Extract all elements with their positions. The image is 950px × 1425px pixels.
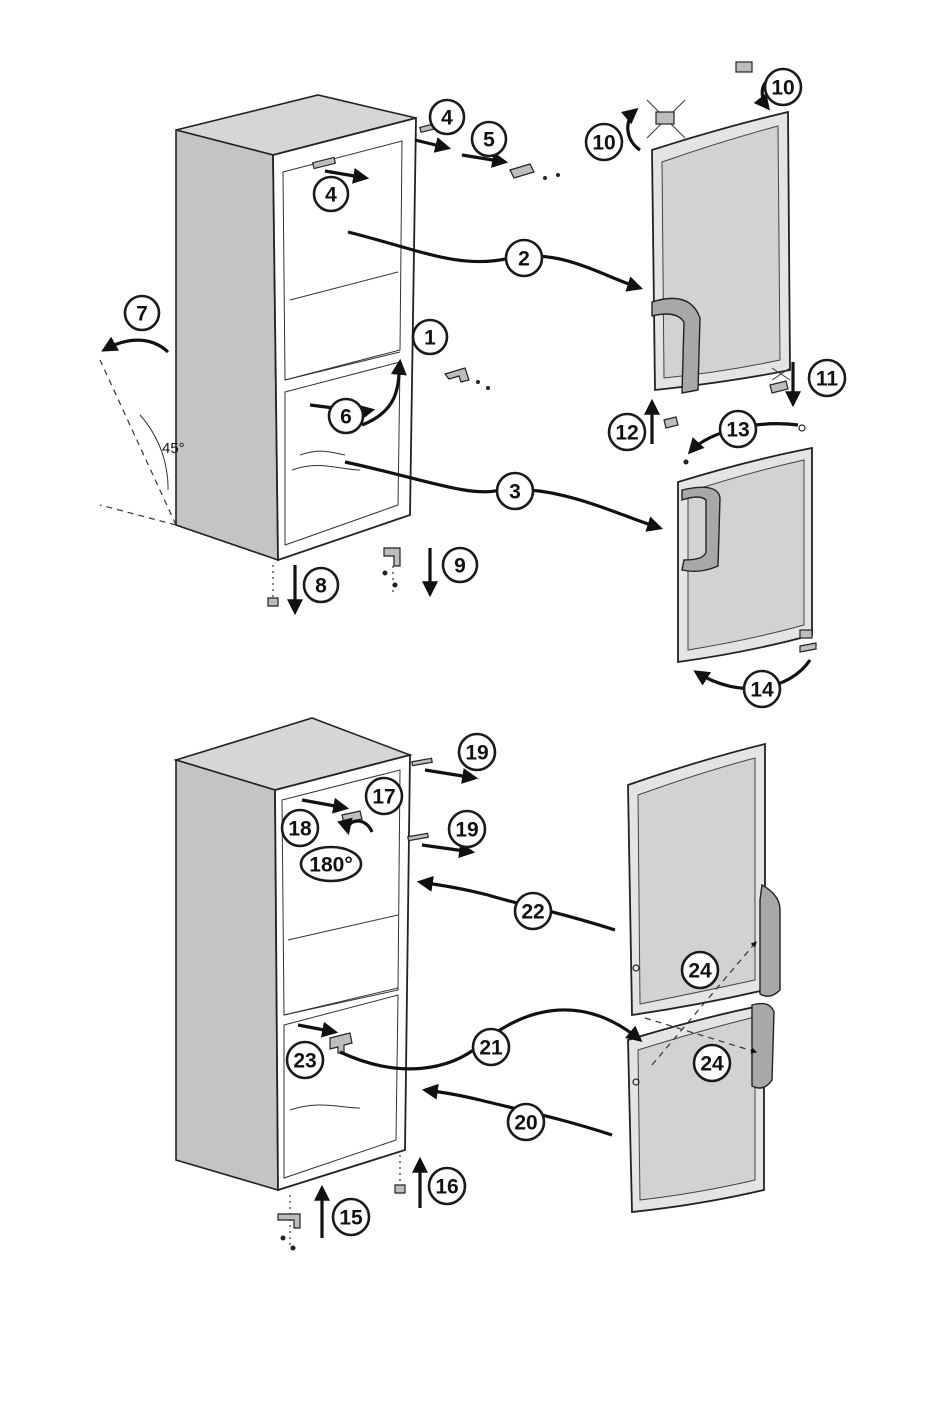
step-24a: 24 bbox=[682, 952, 718, 988]
step-4a: 4 bbox=[430, 100, 464, 134]
svg-text:2: 2 bbox=[518, 248, 530, 271]
step-14: 14 bbox=[744, 671, 780, 707]
svg-text:1: 1 bbox=[424, 327, 436, 350]
step-23: 23 bbox=[287, 1042, 323, 1078]
step-2: 2 bbox=[506, 240, 542, 276]
svg-text:11: 11 bbox=[816, 368, 839, 391]
svg-text:8: 8 bbox=[315, 575, 327, 598]
svg-text:7: 7 bbox=[136, 303, 148, 326]
step-8: 8 bbox=[304, 568, 338, 602]
tilt-guide: 45° bbox=[100, 360, 185, 525]
step-10a: 10 bbox=[765, 69, 801, 105]
step-9: 9 bbox=[443, 548, 477, 582]
svg-text:13: 13 bbox=[726, 419, 749, 442]
step-19a: 19 bbox=[459, 734, 495, 770]
svg-text:18: 18 bbox=[288, 818, 312, 841]
svg-text:19: 19 bbox=[455, 819, 478, 842]
svg-text:6: 6 bbox=[340, 406, 352, 429]
svg-text:23: 23 bbox=[293, 1050, 316, 1073]
svg-text:16: 16 bbox=[435, 1176, 458, 1199]
step-15: 15 bbox=[333, 1199, 369, 1235]
svg-text:22: 22 bbox=[521, 901, 544, 924]
svg-text:4: 4 bbox=[325, 184, 337, 207]
svg-text:24: 24 bbox=[688, 960, 712, 983]
step-10b: 10 bbox=[586, 124, 622, 160]
svg-text:5: 5 bbox=[483, 129, 495, 152]
svg-text:4: 4 bbox=[441, 107, 453, 130]
step-6: 6 bbox=[329, 399, 363, 433]
svg-text:24: 24 bbox=[700, 1053, 724, 1076]
step-4b: 4 bbox=[314, 177, 348, 211]
step-21: 21 bbox=[473, 1029, 509, 1065]
step-19b: 19 bbox=[449, 811, 485, 847]
svg-text:14: 14 bbox=[750, 679, 774, 702]
svg-text:10: 10 bbox=[771, 77, 794, 100]
step-22: 22 bbox=[515, 893, 551, 929]
step-1: 1 bbox=[413, 320, 447, 354]
svg-text:180°: 180° bbox=[309, 854, 352, 877]
step-3: 3 bbox=[497, 473, 533, 509]
svg-text:3: 3 bbox=[509, 481, 521, 504]
step-18: 18 bbox=[282, 810, 318, 846]
angle-label: 45° bbox=[162, 440, 185, 457]
svg-text:9: 9 bbox=[454, 555, 466, 578]
step-5: 5 bbox=[472, 122, 506, 156]
step-7: 7 bbox=[125, 296, 159, 330]
svg-text:12: 12 bbox=[615, 422, 638, 445]
rotation-180-label: 180° bbox=[301, 847, 361, 881]
svg-text:10: 10 bbox=[592, 132, 615, 155]
upper-door-1 bbox=[647, 62, 790, 393]
svg-text:21: 21 bbox=[479, 1037, 503, 1060]
step-13: 13 bbox=[720, 411, 756, 447]
step-20: 20 bbox=[508, 1104, 544, 1140]
step-11: 11 bbox=[809, 360, 845, 396]
step-12: 12 bbox=[609, 414, 645, 450]
step-17: 17 bbox=[366, 778, 402, 814]
svg-text:20: 20 bbox=[514, 1112, 537, 1135]
cabinet-side-1 bbox=[176, 130, 278, 560]
cabinet-side-2 bbox=[176, 760, 278, 1190]
svg-text:15: 15 bbox=[339, 1207, 363, 1230]
step-16: 16 bbox=[429, 1168, 465, 1204]
top-fridge-cabinet bbox=[176, 95, 416, 606]
lower-door-1 bbox=[678, 448, 816, 662]
step-24b: 24 bbox=[694, 1045, 730, 1081]
svg-text:17: 17 bbox=[372, 786, 395, 809]
svg-text:19: 19 bbox=[465, 742, 488, 765]
